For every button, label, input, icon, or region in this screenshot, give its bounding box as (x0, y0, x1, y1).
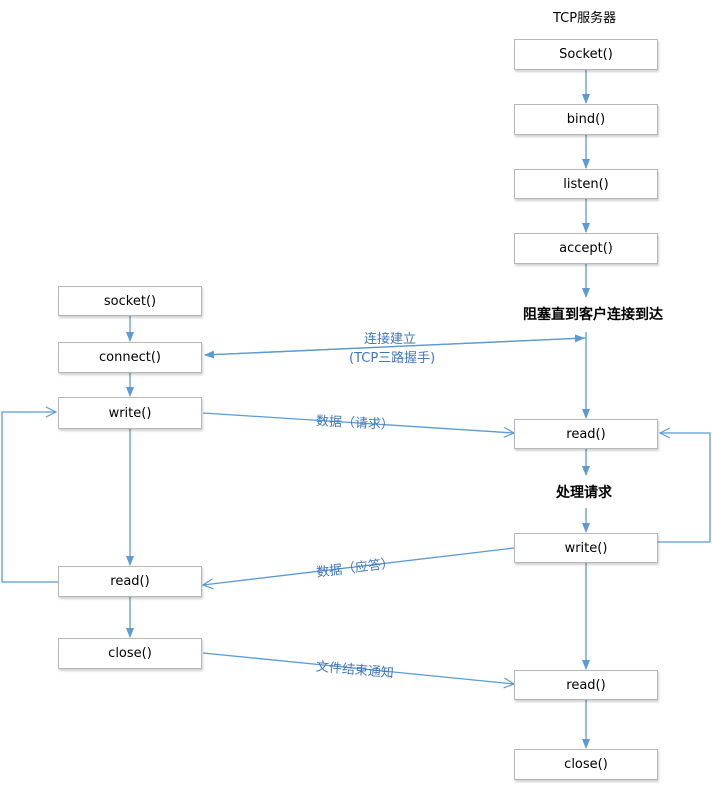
client-read-box: read() (58, 566, 202, 597)
server-close-box: close() (514, 749, 658, 780)
request-arrow (202, 412, 514, 433)
client-close-box: close() (58, 638, 202, 669)
server-read2-box: read() (514, 670, 658, 700)
connect-label: 连接建立 (364, 332, 417, 347)
server-process-label: 处理请求 (556, 485, 612, 501)
server-listen-box: listen() (514, 169, 658, 199)
server-socket-box: Socket() (514, 39, 658, 70)
server-bind-box: bind() (514, 104, 658, 135)
client-socket-box: socket() (58, 286, 202, 316)
server-loop-arrow (658, 433, 711, 543)
server-read-box: read() (514, 419, 658, 449)
eof-arrow (202, 652, 514, 684)
server-write-box: write() (514, 533, 658, 563)
client-loop-arrow (1, 412, 58, 583)
client-connect-box: connect() (58, 342, 202, 373)
server-title: TCP服务器 (553, 11, 617, 26)
connect-arrow-to-server (204, 334, 585, 356)
connect-sub-label: (TCP三路握手) (349, 351, 436, 366)
client-write-box: write() (58, 397, 202, 429)
server-accept-box: accept() (514, 233, 658, 264)
reply-arrow (203, 547, 515, 585)
request-label: 数据（请求） (315, 413, 395, 434)
server-blocking-label: 阻塞直到客户连接到达 (523, 307, 663, 323)
